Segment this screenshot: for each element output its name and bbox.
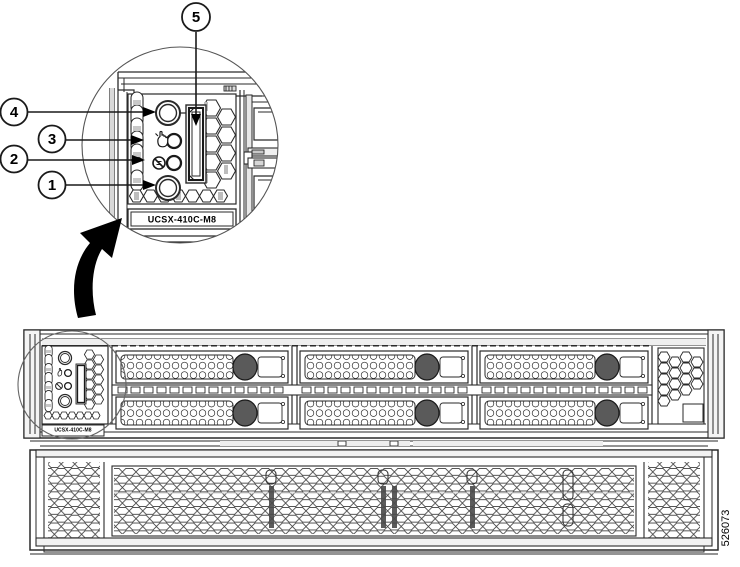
drive-bay[interactable] [115,396,289,430]
drive-bay[interactable] [115,350,289,384]
locator-led[interactable] [165,132,183,150]
locator-led-small[interactable] [63,368,73,378]
chassis-right-vent-block [657,347,705,425]
chassis-product-label-text: UCSX-410C-M8 [54,428,91,434]
system-health-led-small[interactable] [63,381,73,391]
document-id-text: 526073 [720,510,732,547]
callout-group: 5 4 3 2 1 [0,2,211,200]
system-health-icon-small [55,382,63,390]
system-health-icon [152,156,166,170]
drive-bay-row-2 [115,396,649,430]
front-panel-module: UCSX-410C-M8 [41,344,109,437]
power-button[interactable] [155,175,181,201]
drive-cage-centre-strip [111,384,653,396]
document-id: 526073 [720,510,732,547]
compute-node-chassis: UCSX-410C-M8 [23,329,725,439]
magnified-detail-view: UCSX-410C-M8 [81,46,279,244]
right-vent-column [201,99,237,189]
locator-hand-icon [155,130,169,148]
drive-bay[interactable] [479,396,649,430]
detail-source-circle [17,330,127,440]
drive-bay[interactable] [299,350,469,384]
reset-button[interactable] [155,100,191,126]
drive-bay-row-1 [115,350,649,384]
callout-4-number: 4 [10,104,19,121]
magnification-arrow [74,218,122,318]
product-label-text: UCSX-410C-M8 [148,215,217,225]
callout-2-number: 2 [10,151,18,168]
power-button-small[interactable] [57,393,73,409]
callout-2[interactable]: 2 [0,144,146,174]
callout-1[interactable]: 1 [37,170,157,200]
callout-5-number: 5 [192,9,200,26]
drive-bay[interactable] [299,396,469,430]
callout-3[interactable]: 3 [37,124,145,154]
perforated-airflow-panel [29,449,719,555]
drive-bay[interactable] [479,350,649,384]
locator-hand-icon-small [57,368,63,377]
callout-3-number: 3 [48,131,56,148]
console-kvm-connector-small[interactable] [75,363,87,405]
product-label-plate: UCSX-410C-M8 [127,208,237,230]
callout-4[interactable]: 4 [0,97,157,127]
system-health-led[interactable] [165,154,183,172]
detail-circle-outline [81,46,279,244]
callout-5[interactable]: 5 [181,2,211,126]
callout-1-number: 1 [48,177,56,194]
chassis-bottom-seam [30,440,718,447]
reset-button-small[interactable] [57,350,73,366]
